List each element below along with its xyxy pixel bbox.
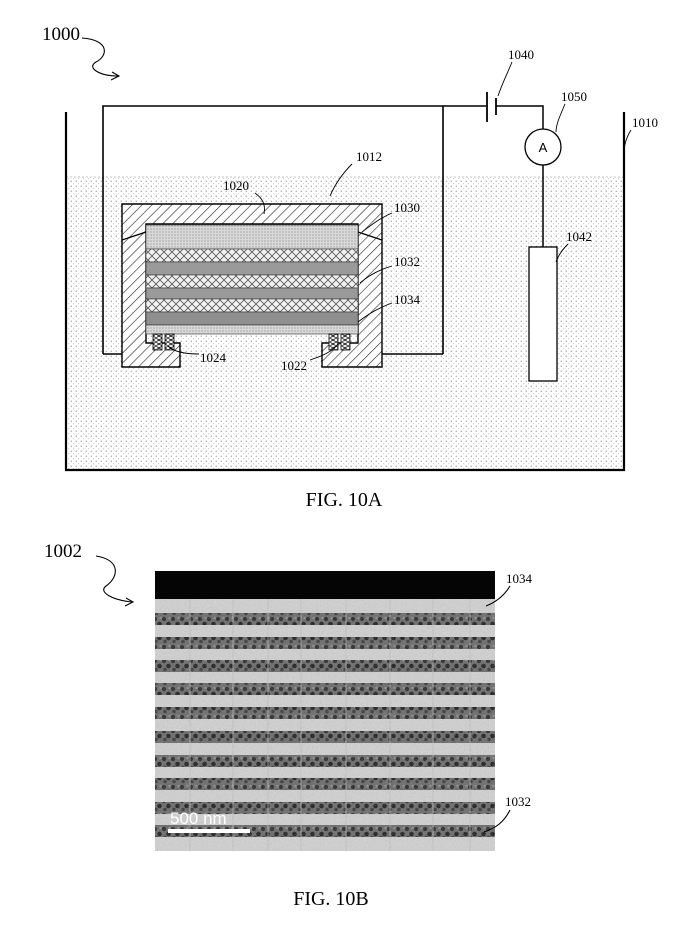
- layer-stack: [145, 224, 359, 335]
- ref-1000-arrowhead: [110, 71, 121, 81]
- label-1040: 1040: [508, 47, 534, 62]
- label-1030: 1030: [394, 200, 420, 215]
- fig-10a-leaders: [167, 61, 632, 361]
- caption-fig-10b: FIG. 10B: [293, 888, 369, 910]
- label-1032: 1032: [394, 254, 420, 269]
- ref-1002-arrowhead: [124, 597, 135, 607]
- ref-1002-leader: [95, 555, 133, 603]
- fig-10b: 1002: [44, 541, 533, 910]
- contact-spring-left-b: [164, 333, 175, 351]
- contact-spring-right-a: [328, 333, 339, 351]
- label-1034: 1034: [394, 292, 421, 307]
- fixture-frame: [102, 105, 444, 354]
- label-1012: 1012: [356, 149, 382, 164]
- label-1032-b: 1032: [505, 794, 531, 809]
- tank-wall: [64, 112, 626, 472]
- fig-10a: 1000 A: [42, 24, 658, 511]
- label-1020: 1020: [223, 178, 249, 193]
- contact-spring-left-a: [152, 333, 163, 351]
- label-1010: 1010: [632, 115, 658, 130]
- ref-1002: 1002: [44, 541, 82, 562]
- ref-1000: 1000: [42, 24, 80, 45]
- scale-bar-label: 500 nm: [170, 809, 227, 828]
- circuit-wire-to-meter: [496, 105, 544, 129]
- label-1034-b: 1034: [506, 571, 533, 586]
- counter-electrode: [528, 246, 558, 382]
- ref-1000-leader: [81, 37, 119, 77]
- tem-top-dark-band: [155, 571, 495, 599]
- label-1022: 1022: [281, 358, 307, 373]
- contact-spring-right-b: [340, 333, 351, 351]
- ammeter-symbol: A: [539, 140, 548, 155]
- scale-bar: [168, 829, 250, 833]
- label-1042: 1042: [566, 229, 592, 244]
- tem-micrograph: 500 nm: [155, 571, 495, 851]
- label-1050: 1050: [561, 89, 587, 104]
- caption-fig-10a: FIG. 10A: [306, 489, 383, 511]
- leader-1034-b: [485, 585, 511, 607]
- label-1024: 1024: [200, 350, 227, 365]
- leader-1032-b: [483, 809, 511, 833]
